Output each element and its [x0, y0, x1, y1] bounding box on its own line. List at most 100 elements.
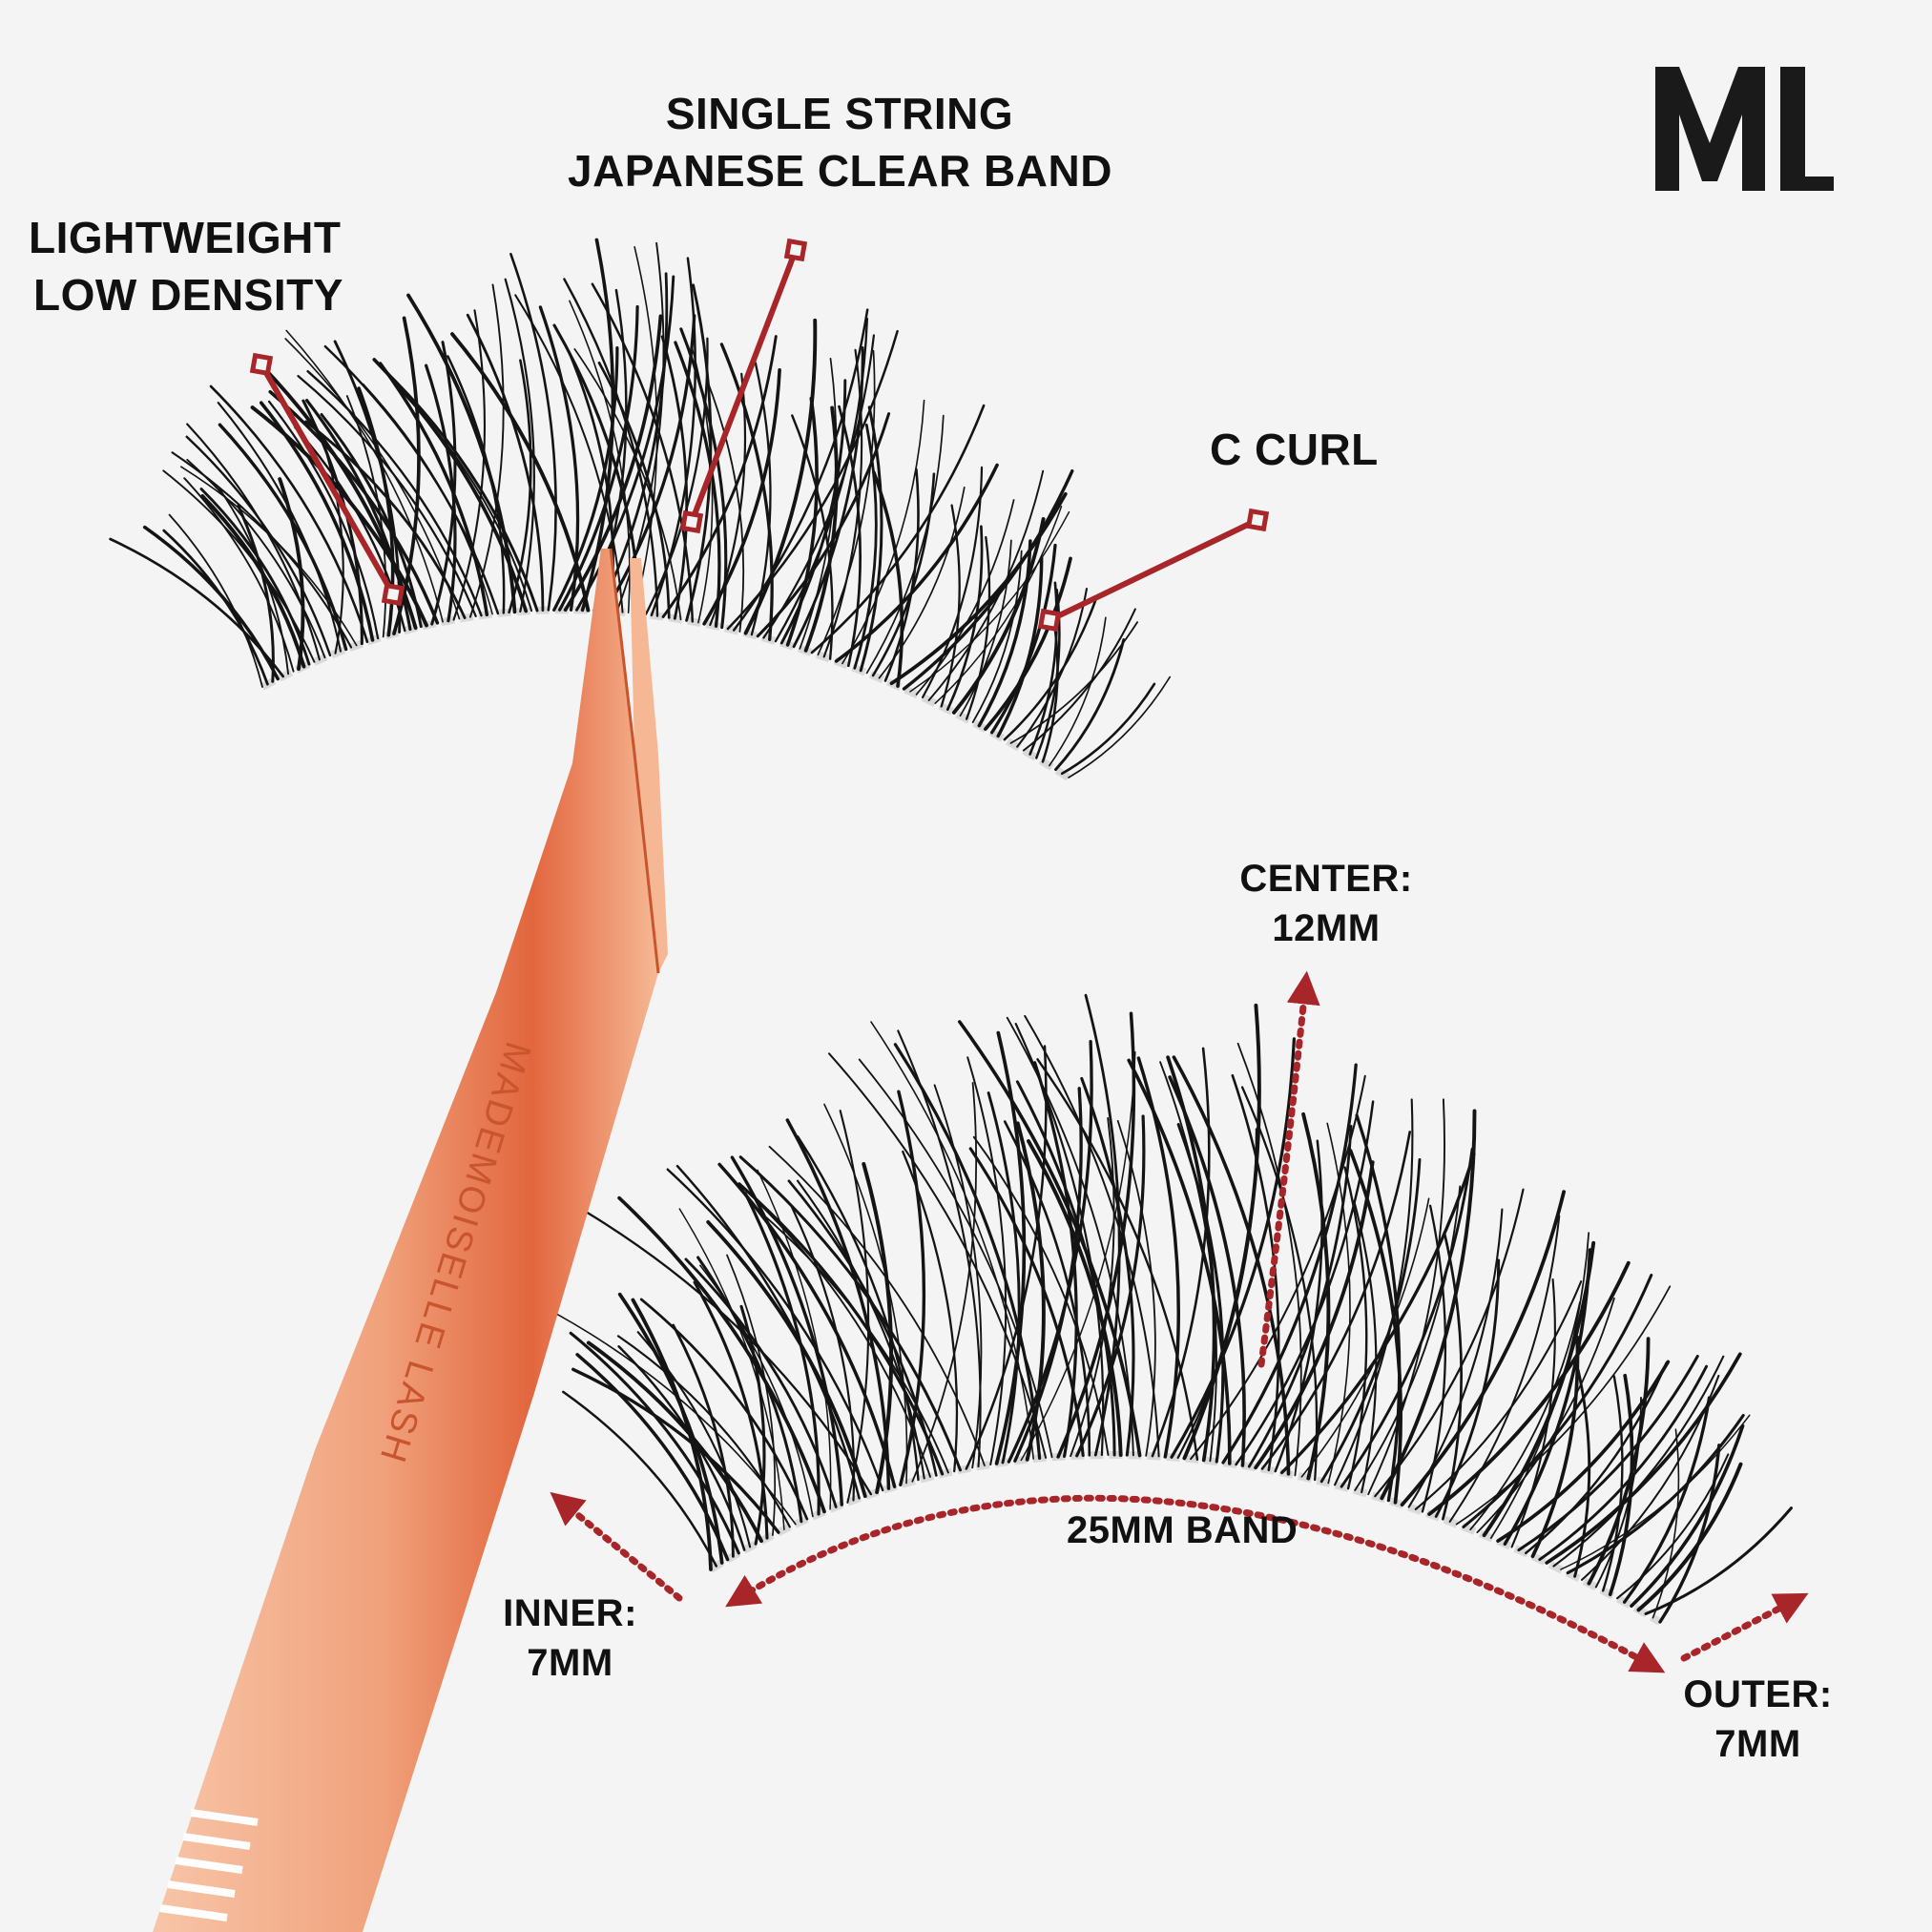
outer-length-arrow: [1680, 1592, 1809, 1662]
lash-fiber: [250, 405, 428, 628]
lash-fiber: [1236, 1042, 1302, 1477]
lash-fiber: [803, 405, 839, 653]
lash-fiber: [739, 1304, 766, 1546]
lash-fiber: [989, 543, 1057, 735]
lash-fiber: [237, 504, 275, 683]
center-length-title: CENTER:: [1239, 858, 1413, 900]
center-length-label: CENTER: 12MM: [1231, 854, 1422, 953]
lash-fiber: [1041, 613, 1059, 763]
lash-fiber: [285, 329, 444, 623]
lash-fiber: [841, 399, 925, 665]
lash-fiber: [452, 309, 487, 621]
lash-fiber: [1022, 608, 1136, 752]
lash-fiber: [1380, 1109, 1477, 1501]
outer-length-value: 7MM: [1714, 1723, 1801, 1765]
lash-fiber: [785, 1118, 891, 1490]
lash-fiber: [199, 488, 311, 666]
lash-fiber: [883, 467, 920, 682]
lash-fiber: [563, 314, 663, 613]
lash-fiber: [1070, 1117, 1115, 1458]
lightweight-label: LIGHTWEIGHT LOW DENSITY: [29, 210, 343, 324]
rose-gold-tweezers: MADEMOISELLE LASH: [153, 548, 668, 1932]
lash-fiber: [810, 404, 986, 654]
lash-fiber: [562, 1390, 718, 1568]
callout-band-type: [679, 238, 808, 534]
lash-fiber: [109, 537, 285, 678]
lash-fiber: [987, 1091, 1021, 1465]
lash-fiber: [1054, 638, 1126, 772]
lash-fiber: [1172, 1055, 1291, 1476]
lash-fiber: [569, 1331, 740, 1555]
lash-fiber: [1503, 1248, 1592, 1547]
lash-fiber: [951, 517, 1046, 715]
lash-fiber: [1254, 1160, 1375, 1470]
lash-fiber: [1056, 1011, 1136, 1459]
lash-fiber: [828, 1052, 1048, 1459]
lash-fiber: [468, 283, 505, 618]
upper-lash-fibers: [109, 238, 1172, 779]
lash-fiber: [575, 1353, 730, 1562]
lower-lash-strip: [518, 993, 1793, 1626]
lash-fiber: [639, 1298, 809, 1521]
lash-fiber: [1049, 616, 1107, 767]
inner-length-value: 7MM: [527, 1642, 613, 1684]
lash-fiber: [706, 378, 745, 633]
lash-fiber: [1190, 1074, 1366, 1461]
lash-fiber: [297, 375, 477, 617]
lash-fiber: [1355, 1113, 1402, 1503]
band-length-text: 25MM BAND: [1067, 1509, 1298, 1551]
lash-fiber: [268, 400, 380, 640]
lash-fiber: [1221, 1063, 1358, 1465]
lash-fiber: [1033, 1061, 1078, 1458]
callout-curl: [1037, 508, 1270, 633]
curl-text: C CURL: [1210, 425, 1379, 474]
band-type-line-1: SINGLE STRING: [665, 89, 1014, 138]
ml-logo: [1655, 67, 1834, 191]
lash-fiber: [679, 327, 728, 630]
lash-fiber: [1176, 1123, 1225, 1464]
lash-fiber: [180, 466, 358, 647]
lash-fiber: [872, 470, 904, 688]
lash-fiber: [633, 246, 658, 614]
lash-fiber: [1003, 1120, 1091, 1457]
lash-fiber: [1448, 1215, 1561, 1523]
lash-fiber: [636, 1331, 752, 1548]
lash-fiber: [518, 1294, 797, 1526]
lash-fiber: [1068, 675, 1172, 779]
lash-fiber: [218, 488, 290, 675]
lash-fiber: [797, 1135, 920, 1482]
lash-fiber: [1489, 1232, 1590, 1539]
lash-fiber: [1348, 1149, 1402, 1505]
lash-fiber: [183, 477, 295, 673]
lash-fiber: [1116, 1120, 1156, 1457]
lash-fiber: [616, 1335, 791, 1528]
lash-fiber: [1301, 1111, 1331, 1481]
lash-fiber: [1442, 1231, 1464, 1521]
lower-lash-fibers: [518, 993, 1793, 1624]
lash-fiber: [747, 1192, 931, 1478]
lash-fiber: [977, 539, 1032, 728]
lash-fiber: [1235, 1100, 1375, 1466]
lash-fiber: [171, 451, 353, 649]
lash-fiber: [1020, 1051, 1136, 1462]
lash-fiber: [1151, 1047, 1211, 1458]
lash-fiber: [1602, 1375, 1624, 1592]
band-length-arrow: [725, 1494, 1666, 1673]
lash-fiber: [971, 550, 1023, 723]
inner-length-arrow: [550, 1491, 683, 1602]
lash-fiber: [1159, 1061, 1217, 1463]
lash-fiber: [994, 1030, 1027, 1465]
lash-fiber: [1630, 1423, 1745, 1608]
lash-fiber: [966, 1056, 1008, 1465]
lash-fiber: [1374, 1188, 1525, 1498]
lash-fiber: [996, 556, 1044, 738]
lash-fiber: [1421, 1204, 1447, 1513]
lash-fiber: [1240, 1086, 1319, 1482]
lash-fiber: [1510, 1278, 1556, 1548]
lash-fiber: [1036, 1058, 1199, 1461]
lash-fiber: [699, 1264, 814, 1518]
lash-fiber: [1354, 1185, 1462, 1491]
lash-fiber: [1326, 1122, 1351, 1485]
lash-fiber: [538, 305, 580, 612]
lash-fiber: [1462, 1274, 1653, 1528]
